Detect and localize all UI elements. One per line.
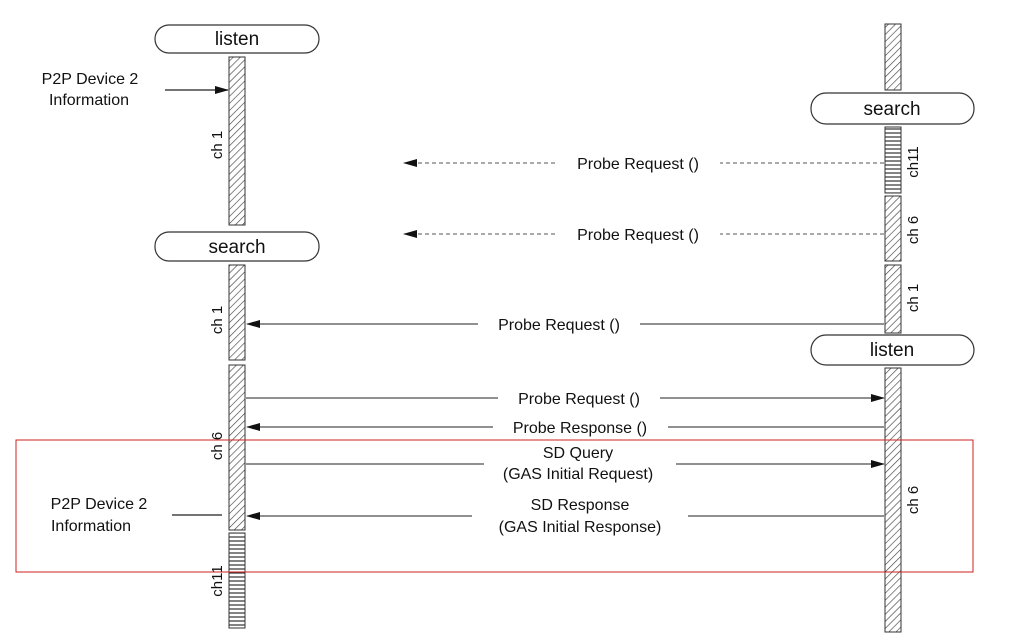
state-right-listen: listen — [810, 334, 975, 366]
svg-text:P2P Device 2: P2P Device 2 — [51, 496, 148, 513]
label-right-ch11: ch11 — [905, 146, 922, 177]
svg-text:Information: Information — [49, 92, 129, 109]
svg-text:search: search — [863, 99, 920, 120]
label-left-ch6: ch 6 — [209, 432, 226, 460]
message-probe-request-2: Probe Request () — [403, 225, 884, 244]
state-left-search: search — [154, 231, 320, 262]
message-probe-response: Probe Response () — [246, 418, 884, 437]
label-left-ch1-top: ch 1 — [209, 131, 226, 159]
left-activation-ch6 — [228, 364, 246, 531]
highlight-box — [15, 439, 974, 573]
svg-text:SD Response: SD Response — [531, 497, 630, 514]
svg-text:Information: Information — [51, 518, 131, 535]
state-left-listen: listen — [154, 24, 320, 54]
svg-text:Probe Request (): Probe Request () — [518, 391, 640, 408]
svg-text:(GAS Initial Request): (GAS Initial Request) — [503, 466, 653, 483]
left-activation-ch11 — [228, 532, 246, 629]
message-probe-request-1: Probe Request () — [403, 154, 884, 173]
svg-text:P2P Device 2: P2P Device 2 — [42, 71, 139, 88]
label-left-ch1-mid: ch 1 — [209, 306, 226, 334]
svg-text:search: search — [208, 237, 265, 258]
device-info-top: P2P Device 2 Information — [42, 71, 229, 109]
svg-text:Probe Request (): Probe Request () — [498, 317, 620, 334]
right-activation-top — [884, 23, 902, 91]
right-activation-ch6-top — [884, 195, 902, 262]
right-activation-ch6-bottom — [884, 367, 902, 633]
svg-text:Probe Request (): Probe Request () — [577, 156, 699, 173]
message-sd-query: SD Query (GAS Initial Request) — [246, 441, 885, 483]
label-right-ch6-top: ch 6 — [905, 216, 922, 244]
message-probe-request-4: Probe Request () — [246, 389, 885, 408]
label-right-ch1: ch 1 — [905, 284, 922, 312]
label-right-ch6-bottom: ch 6 — [905, 486, 922, 514]
label-left-ch11: ch11 — [209, 565, 226, 596]
svg-text:Probe Response (): Probe Response () — [513, 420, 647, 437]
message-probe-request-3: Probe Request () — [246, 315, 884, 334]
svg-text:listen: listen — [870, 340, 914, 361]
svg-text:listen: listen — [215, 29, 259, 50]
left-activation-ch1-mid — [228, 264, 246, 361]
message-sd-response: SD Response (GAS Initial Response) — [246, 494, 884, 538]
svg-text:SD Query: SD Query — [543, 445, 613, 462]
left-activation-ch1-top — [228, 56, 246, 226]
svg-text:(GAS Initial Response): (GAS Initial Response) — [499, 519, 662, 536]
right-activation-ch1 — [884, 264, 902, 334]
device-info-bottom: P2P Device 2 Information — [51, 496, 222, 535]
state-right-search: search — [810, 92, 975, 125]
right-activation-ch11 — [884, 126, 902, 194]
svg-text:Probe Request (): Probe Request () — [577, 227, 699, 244]
